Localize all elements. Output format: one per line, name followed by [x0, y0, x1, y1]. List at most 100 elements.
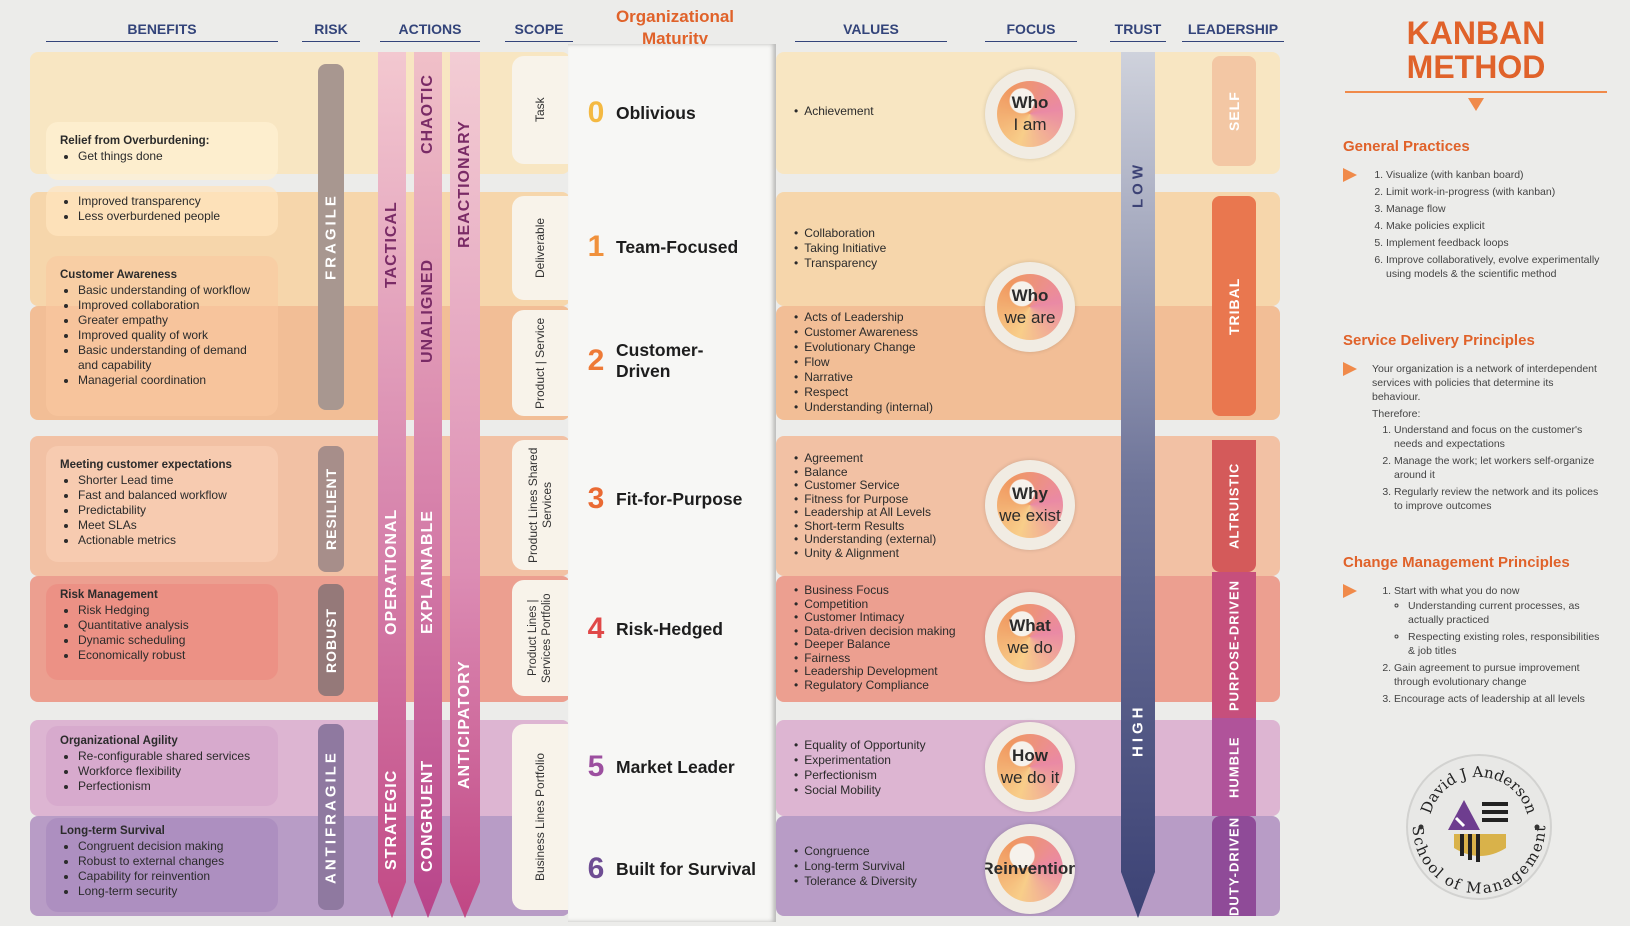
header-actions: ACTIONS	[380, 21, 480, 42]
action-reactionary: REACTIONARY	[456, 120, 473, 248]
leadership-duty-driven: DUTY-DRIVEN	[1212, 816, 1256, 916]
service-delivery-body: Your organization is a network of interd…	[1372, 362, 1604, 516]
value-item: Evolutionary Change	[794, 340, 933, 355]
change-item: Encourage acts of leadership at all leve…	[1394, 692, 1604, 706]
level-number: 0	[587, 96, 605, 129]
value-item: Achievement	[794, 104, 873, 119]
scope-label: Deliverable	[533, 217, 547, 279]
value-item: Understanding (internal)	[794, 400, 933, 415]
values-level-6: CongruenceLong-term SurvivalTolerance & …	[794, 844, 917, 889]
maturity-column	[568, 44, 776, 922]
service-intro: Your organization is a network of interd…	[1372, 363, 1597, 403]
action-chaotic: CHAOTIC	[419, 74, 436, 154]
change-mgmt-body: Start with what you do now Understanding…	[1372, 584, 1604, 709]
action-strategic: STRATEGIC	[383, 769, 400, 871]
header-risk: RISK	[302, 21, 360, 42]
value-item: Narrative	[794, 370, 933, 385]
scope-product-service: Product | Service	[512, 310, 568, 416]
leadership-humble: HUMBLE	[1212, 718, 1256, 816]
scope-product-lines-portfolio: Product Lines | Services Portfolio	[512, 580, 568, 696]
benefit-item: Basic understanding of demand and capabi…	[78, 343, 268, 373]
benefit-title: Meeting customer expectations	[60, 459, 232, 471]
focus-line-1: Who	[1011, 93, 1049, 112]
level-number: 5	[587, 750, 605, 783]
service-item: Manage the work; let workers self-organi…	[1394, 454, 1604, 482]
benefit-item: Managerial coordination	[78, 373, 268, 388]
benefit-title: Relief from Overburdening:	[60, 135, 210, 147]
value-item: Taking Initiative	[794, 241, 886, 256]
value-item: Collaboration	[794, 226, 886, 241]
level-number: 2	[587, 344, 605, 377]
swirl-icon	[997, 836, 1063, 902]
action-congruent: CONGRUENT	[419, 759, 436, 873]
benefit-item: Actionable metrics	[78, 533, 268, 548]
value-item: Respect	[794, 385, 933, 400]
focus-line-2: we are	[1004, 308, 1056, 327]
change-subitem: Understanding current processes, as actu…	[1408, 599, 1604, 627]
level-name: Fit-for-Purpose	[616, 488, 743, 509]
title-line-2: METHOD	[1406, 49, 1546, 85]
value-item: Short-term Results	[794, 519, 936, 534]
benefit-item: Quantitative analysis	[78, 618, 268, 633]
value-item: Competition	[794, 597, 956, 612]
practice-item: Make policies explicit	[1386, 219, 1604, 233]
benefit-card-0: Relief from Overburdening: Get things do…	[46, 122, 278, 180]
benefit-card-1: Improved transparencyLess overburdened p…	[46, 186, 278, 236]
service-item: Understand and focus on the customer's n…	[1394, 423, 1604, 451]
value-item: Experimentation	[794, 753, 926, 768]
scope-product-lines-shared: Product Lines Shared Services	[512, 440, 568, 570]
value-item: Regulatory Compliance	[794, 678, 956, 693]
benefit-item: Predictability	[78, 503, 268, 518]
swirl-icon	[997, 734, 1063, 800]
value-item: Understanding (external)	[794, 532, 936, 547]
benefit-item: Workforce flexibility	[78, 764, 268, 779]
general-practices-list: Visualize (with kanban board) Limit work…	[1364, 168, 1604, 284]
action-unaligned: UNALIGNED	[419, 258, 436, 364]
values-level-4: Business FocusCompetitionCustomer Intima…	[794, 583, 956, 693]
level-5: 5 Market Leader	[576, 750, 735, 784]
scope-label: Product | Service	[533, 317, 547, 409]
values-level-1: CollaborationTaking InitiativeTransparen…	[794, 226, 886, 271]
title-divider	[1345, 91, 1607, 93]
header-leadership: LEADERSHIP	[1182, 21, 1284, 42]
benefit-item: Capability for reinvention	[78, 869, 268, 884]
value-item: Fitness for Purpose	[794, 492, 936, 507]
leadership-altruistic: ALTRUISTIC	[1212, 440, 1256, 572]
value-item: Customer Service	[794, 478, 936, 493]
scope-label: Product Lines Shared Services	[526, 447, 554, 563]
play-arrow-icon	[1343, 584, 1357, 598]
value-item: Data-driven decision making	[794, 624, 955, 639]
level-number: 1	[587, 230, 605, 263]
benefit-title: Long-term Survival	[60, 825, 165, 837]
value-item: Acts of Leadership	[794, 310, 933, 325]
leadership-self: SELF	[1212, 56, 1256, 166]
practice-item: Visualize (with kanban board)	[1386, 168, 1604, 182]
action-tactical: TACTICAL	[383, 201, 400, 289]
benefit-title: Risk Management	[60, 589, 158, 601]
benefit-card-3: Meeting customer expectations Shorter Le…	[46, 446, 278, 562]
action-arrow-1	[378, 52, 406, 918]
level-name: Built for Survival	[616, 858, 757, 879]
leadership-tribal: TRIBAL	[1212, 196, 1256, 416]
value-item: Customer Awareness	[794, 325, 933, 340]
value-item: Equality of Opportunity	[794, 738, 925, 753]
focus-line-1: Reinvention	[985, 859, 1075, 878]
values-level-2: Acts of LeadershipCustomer AwarenessEvol…	[794, 310, 933, 415]
focus-line-2: we do	[1007, 638, 1053, 657]
leadership-purpose-driven: PURPOSE-DRIVEN	[1212, 572, 1256, 718]
benefit-item: Shorter Lead time	[78, 473, 268, 488]
level-name: Market Leader	[616, 756, 735, 777]
focus-line-2: I am	[1013, 115, 1047, 134]
action-operational: OPERATIONAL	[383, 508, 400, 636]
benefit-item: Less overburdened people	[78, 209, 268, 224]
value-item: Social Mobility	[794, 783, 926, 798]
level-number: 4	[587, 612, 605, 645]
practice-item: Improve collaboratively, evolve experime…	[1386, 253, 1604, 281]
practice-item: Manage flow	[1386, 202, 1604, 216]
benefit-item: Perfectionism	[78, 779, 268, 794]
